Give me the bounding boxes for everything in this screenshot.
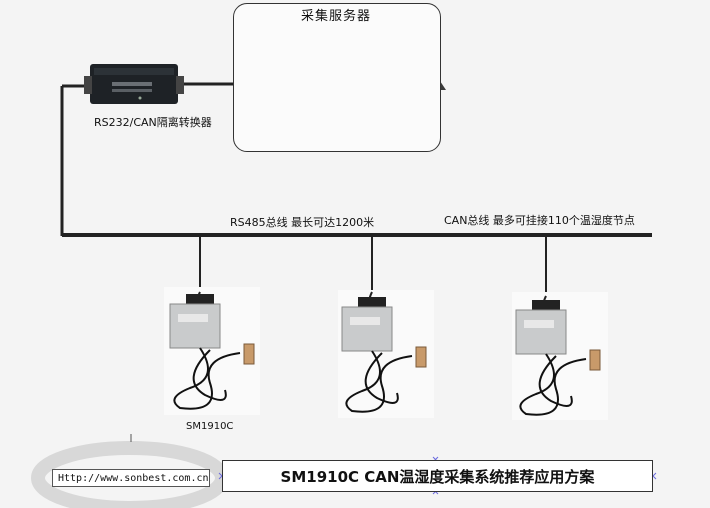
sensor-1-label: SM1910C	[186, 421, 234, 432]
sensor-node-1	[164, 287, 260, 415]
converter-device	[84, 64, 184, 104]
sensor-node-3	[512, 292, 608, 420]
server-group-box	[233, 3, 441, 152]
rs485-bus-label: RS485总线 最长可达1200米	[230, 216, 375, 229]
server-title: 采集服务器	[300, 9, 371, 24]
sensor-node-2	[338, 290, 434, 418]
can-bus-label: CAN总线 最多可挂接110个温湿度节点	[444, 214, 635, 227]
converter-label: RS232/CAN隔离转换器	[94, 116, 212, 129]
footer-url[interactable]: Http://www.sonbest.com.cn	[52, 469, 210, 487]
footer-title: SM1910C CAN温湿度采集系统推荐应用方案	[222, 460, 653, 492]
